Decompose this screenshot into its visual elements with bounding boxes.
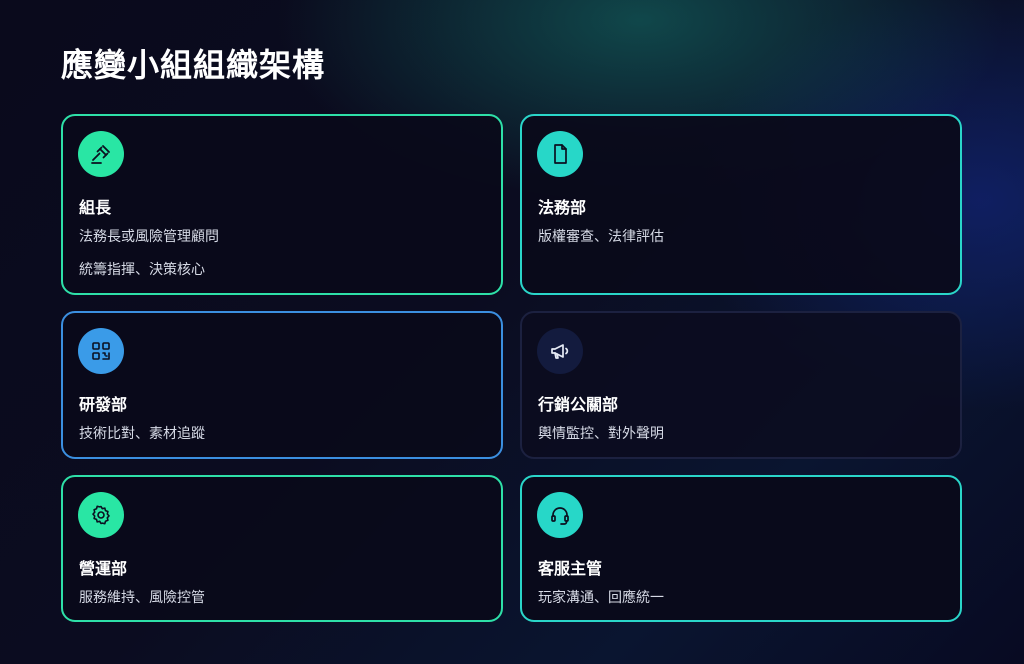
card-legal: 法務部 版權審查、法律評估 — [520, 114, 962, 295]
card-line: 玩家溝通、回應統一 — [538, 590, 664, 606]
page-title: 應變小組組織架構 — [61, 46, 326, 84]
card-line: 統籌指揮、決策核心 — [79, 262, 205, 278]
document-icon — [537, 131, 583, 177]
card-title: 客服主管 — [538, 559, 603, 578]
card-team-leader: 組長 法務長或風險管理顧問 統籌指揮、決策核心 — [61, 114, 503, 295]
card-rnd: 研發部 技術比對、素材追蹤 — [61, 311, 503, 459]
card-marketing-pr: 行銷公關部 輿情監控、對外聲明 — [520, 311, 962, 459]
card-line: 服務維持、風險控管 — [79, 590, 205, 606]
card-title: 組長 — [79, 198, 112, 217]
card-line: 版權審查、法律評估 — [538, 229, 664, 245]
card-title: 法務部 — [538, 198, 587, 217]
gavel-icon — [78, 131, 124, 177]
card-line: 法務長或風險管理顧問 — [79, 229, 219, 245]
card-line: 技術比對、素材追蹤 — [79, 426, 205, 442]
card-title: 研發部 — [79, 395, 128, 414]
card-line: 輿情監控、對外聲明 — [538, 426, 664, 442]
card-operations: 營運部 服務維持、風險控管 — [61, 475, 503, 622]
headset-icon — [537, 492, 583, 538]
qr-code-icon — [78, 328, 124, 374]
megaphone-icon — [537, 328, 583, 374]
card-customer-service: 客服主管 玩家溝通、回應統一 — [520, 475, 962, 622]
gear-icon — [78, 492, 124, 538]
card-title: 行銷公關部 — [538, 395, 619, 414]
card-title: 營運部 — [79, 559, 128, 578]
